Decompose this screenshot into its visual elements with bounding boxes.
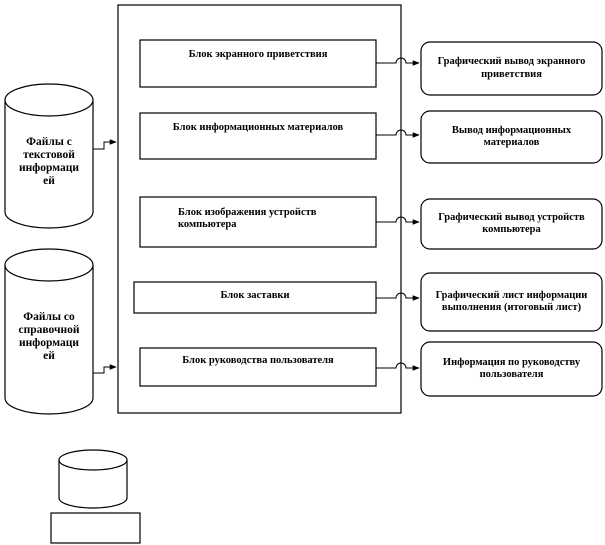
output-result-box bbox=[420, 272, 603, 332]
system-container bbox=[117, 4, 402, 414]
file-cylinder-ref bbox=[4, 248, 94, 415]
file-cylinder-text bbox=[4, 83, 94, 229]
output-devices-box bbox=[420, 198, 603, 250]
output-guide-box bbox=[420, 341, 603, 397]
output-info-box bbox=[420, 110, 603, 164]
connector-ref-file bbox=[93, 364, 117, 374]
connector-greeting bbox=[376, 57, 420, 66]
block-devices-box bbox=[139, 196, 377, 248]
block-greeting-box bbox=[139, 39, 377, 88]
legend-cylinder bbox=[58, 449, 128, 509]
block-splash-box bbox=[133, 281, 377, 314]
connector-info bbox=[376, 129, 420, 138]
connector-devices bbox=[376, 216, 420, 225]
connector-guide bbox=[376, 362, 420, 371]
connector-text-file bbox=[93, 139, 117, 150]
block-info-box bbox=[139, 112, 377, 160]
connector-splash bbox=[376, 292, 420, 301]
block-guide-box bbox=[139, 347, 377, 387]
output-greeting-box bbox=[420, 41, 603, 96]
legend-rect bbox=[50, 512, 141, 544]
